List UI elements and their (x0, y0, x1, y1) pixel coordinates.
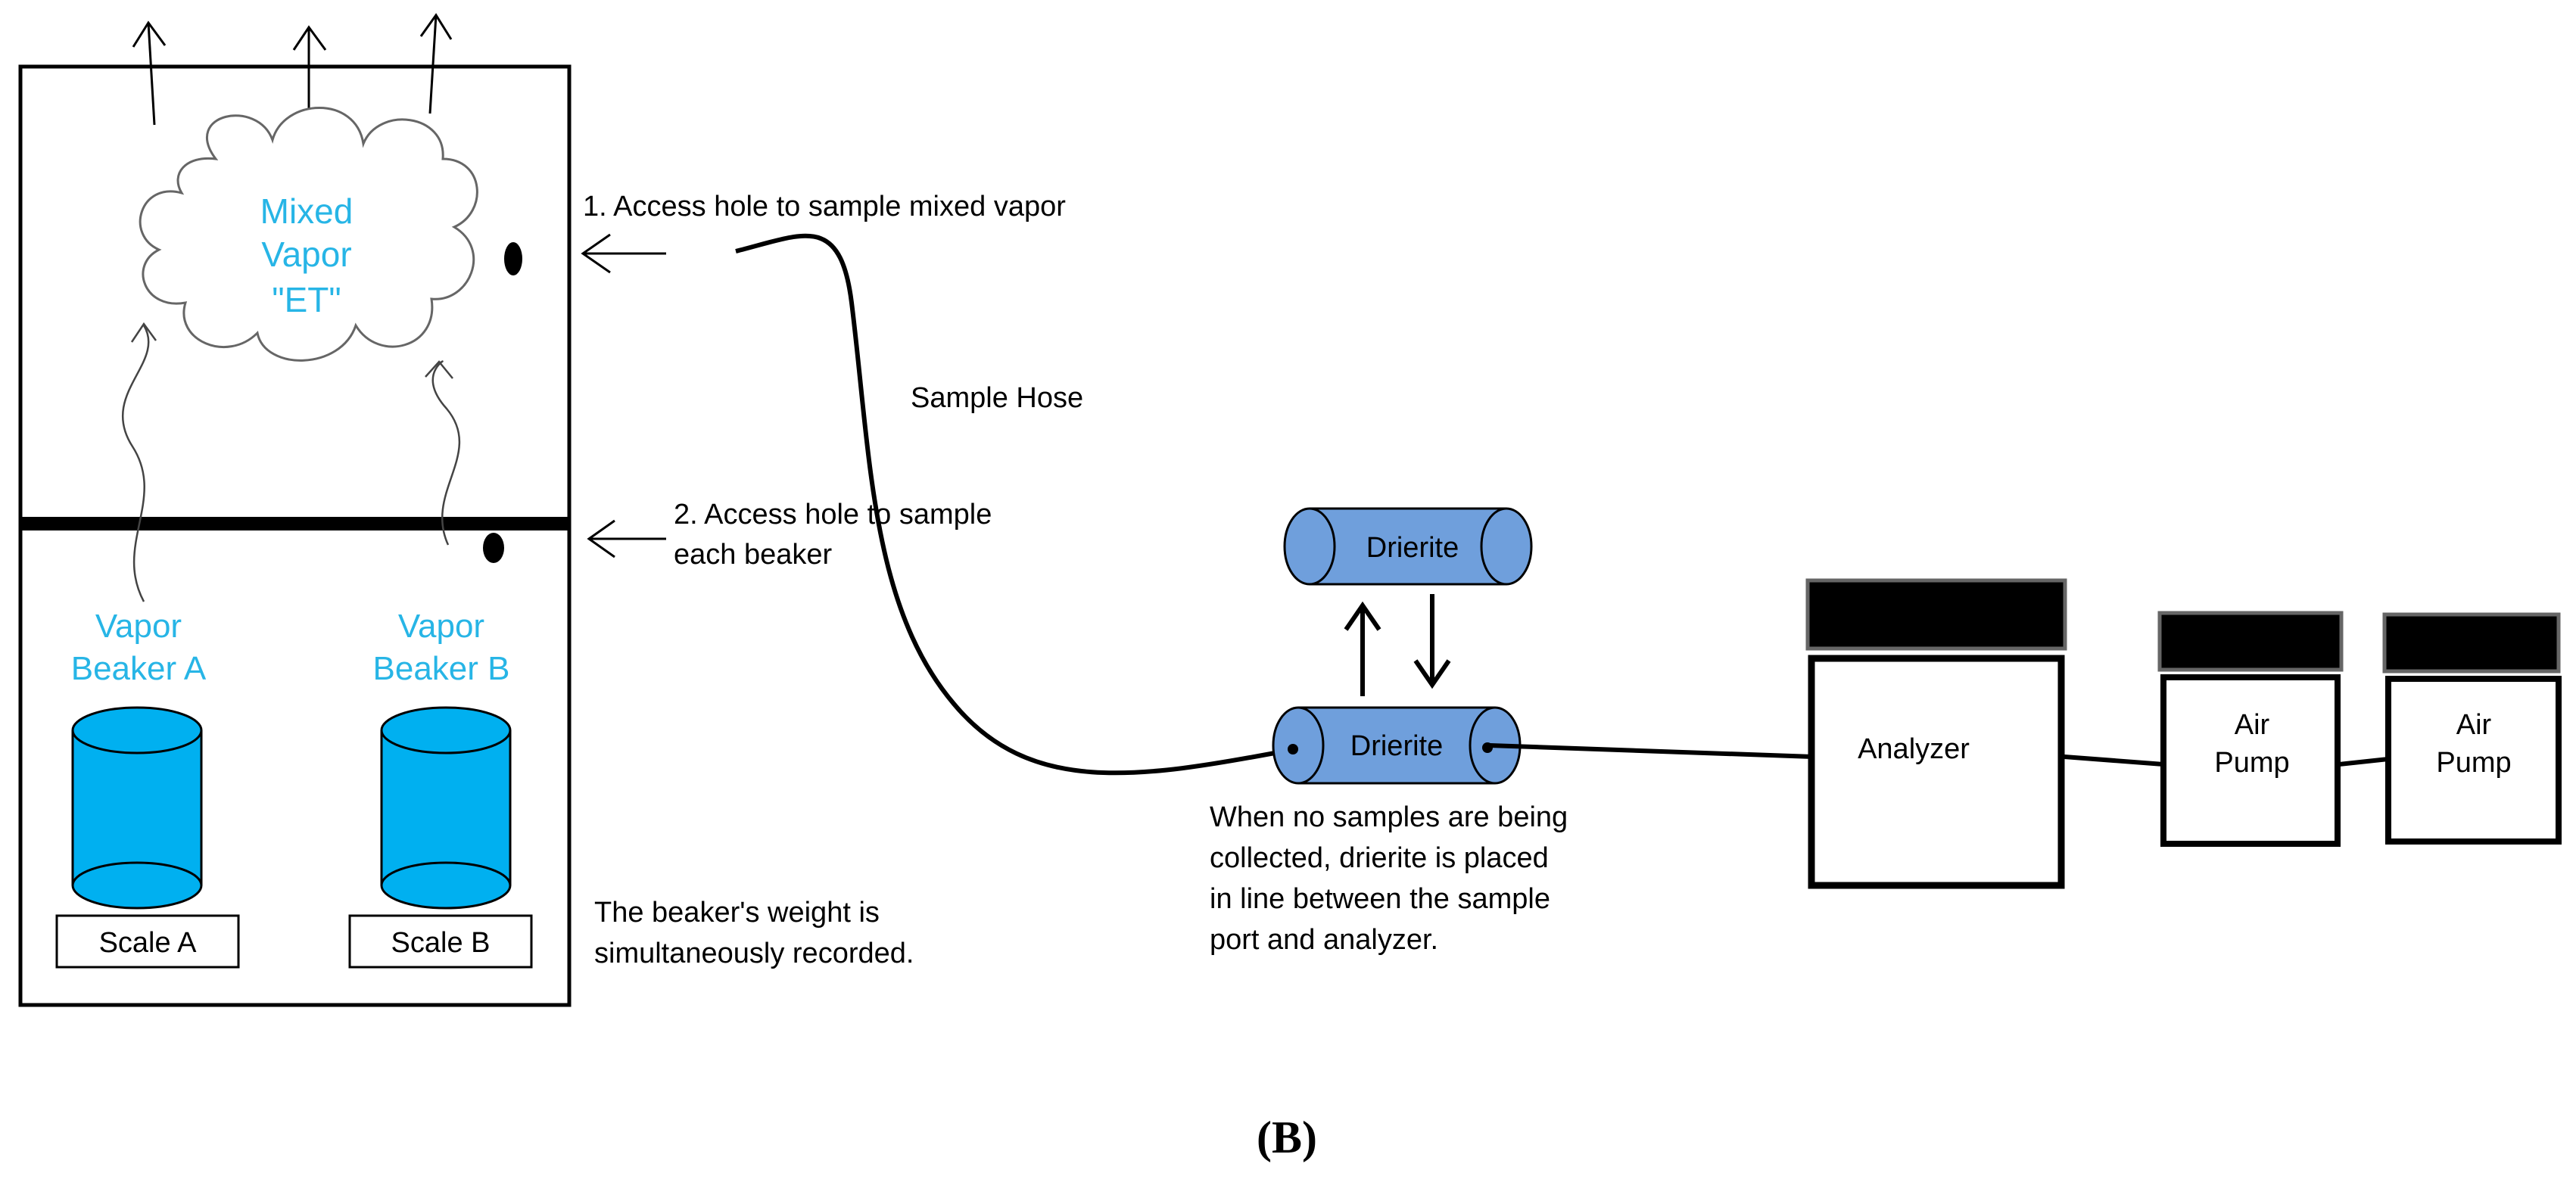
access-hole-1-dot (504, 242, 522, 275)
air-pump-2-label-line-1: Air (2456, 709, 2492, 741)
drierite-note-line-2: collected, drierite is placed (1210, 842, 1549, 874)
access-hole-1-note: 1. Access hole to sample mixed vapor (583, 191, 1066, 222)
drierite-note-line-4: port and analyzer. (1210, 924, 1438, 956)
cloud-label-line-2: Vapor (261, 235, 351, 274)
tube-pump-1-to-pump-2 (2338, 757, 2389, 767)
beaker-a (71, 706, 203, 910)
drierite-swap-arrows (1344, 594, 1451, 696)
tube-analyzer-to-pump-1 (2064, 754, 2164, 767)
tube-drierite-to-analyzer (1489, 743, 1814, 759)
chamber-outline (18, 64, 572, 1007)
weight-note-line-2: simultaneously recorded. (594, 938, 914, 969)
beaker-a-label-line-1: Vapor (95, 608, 182, 645)
chamber-divider (20, 517, 569, 530)
drierite-inline-canister (1272, 706, 1522, 785)
scale-a-box (55, 914, 240, 969)
beaker-a-label-line-2: Beaker A (71, 650, 207, 687)
air-pump-1-box (2160, 674, 2341, 847)
scale-b-box (348, 914, 533, 969)
air-pump-1-label-line-2: Pump (2214, 747, 2289, 779)
cloud-label-line-1: Mixed (260, 191, 354, 231)
beaker-b-label-line-2: Beaker B (373, 650, 510, 687)
air-pump-1-display (2157, 611, 2344, 672)
access-hole-1-arrow (581, 233, 666, 274)
scale-a-label: Scale A (99, 927, 198, 959)
weight-note-line-1: The beaker's weight is (594, 897, 880, 929)
sample-hose (735, 233, 1288, 776)
inline-port-left (1288, 744, 1298, 754)
air-pump-2-label-line-2: Pump (2436, 747, 2511, 779)
scale-b-label: Scale B (391, 927, 491, 959)
analyzer-label: Analyzer (1858, 733, 1970, 765)
mixed-vapor-cloud (139, 107, 478, 362)
access-hole-2-arrow (587, 519, 666, 558)
air-pump-2-box (2385, 676, 2562, 845)
beaker-b (380, 706, 512, 910)
drierite-note-line-1: When no samples are being (1210, 801, 1568, 833)
exhaust-arrows (132, 13, 453, 136)
analyzer-display (1805, 578, 2067, 651)
air-pump-1-label-line-1: Air (2235, 709, 2270, 741)
analyzer-box (1808, 655, 2065, 889)
drierite-top-label: Drierite (1366, 532, 1459, 564)
beaker-b-label-line-1: Vapor (398, 608, 484, 645)
access-hole-2-dot (483, 533, 504, 563)
access-hole-2-note-line-2: each beaker (674, 539, 832, 571)
vapor-rise-arrows (121, 322, 461, 602)
access-hole-2-note-line-1: 2. Access hole to sample (674, 499, 992, 530)
cloud-label-line-3: "ET" (272, 280, 341, 319)
sample-hose-label: Sample Hose (911, 382, 1083, 414)
drierite-inline-label: Drierite (1350, 730, 1443, 762)
drierite-note-line-3: in line between the sample (1210, 883, 1550, 915)
drierite-top-canister (1283, 507, 1533, 586)
air-pump-2-display (2382, 612, 2561, 674)
figure-caption: (B) (1257, 1112, 1317, 1162)
